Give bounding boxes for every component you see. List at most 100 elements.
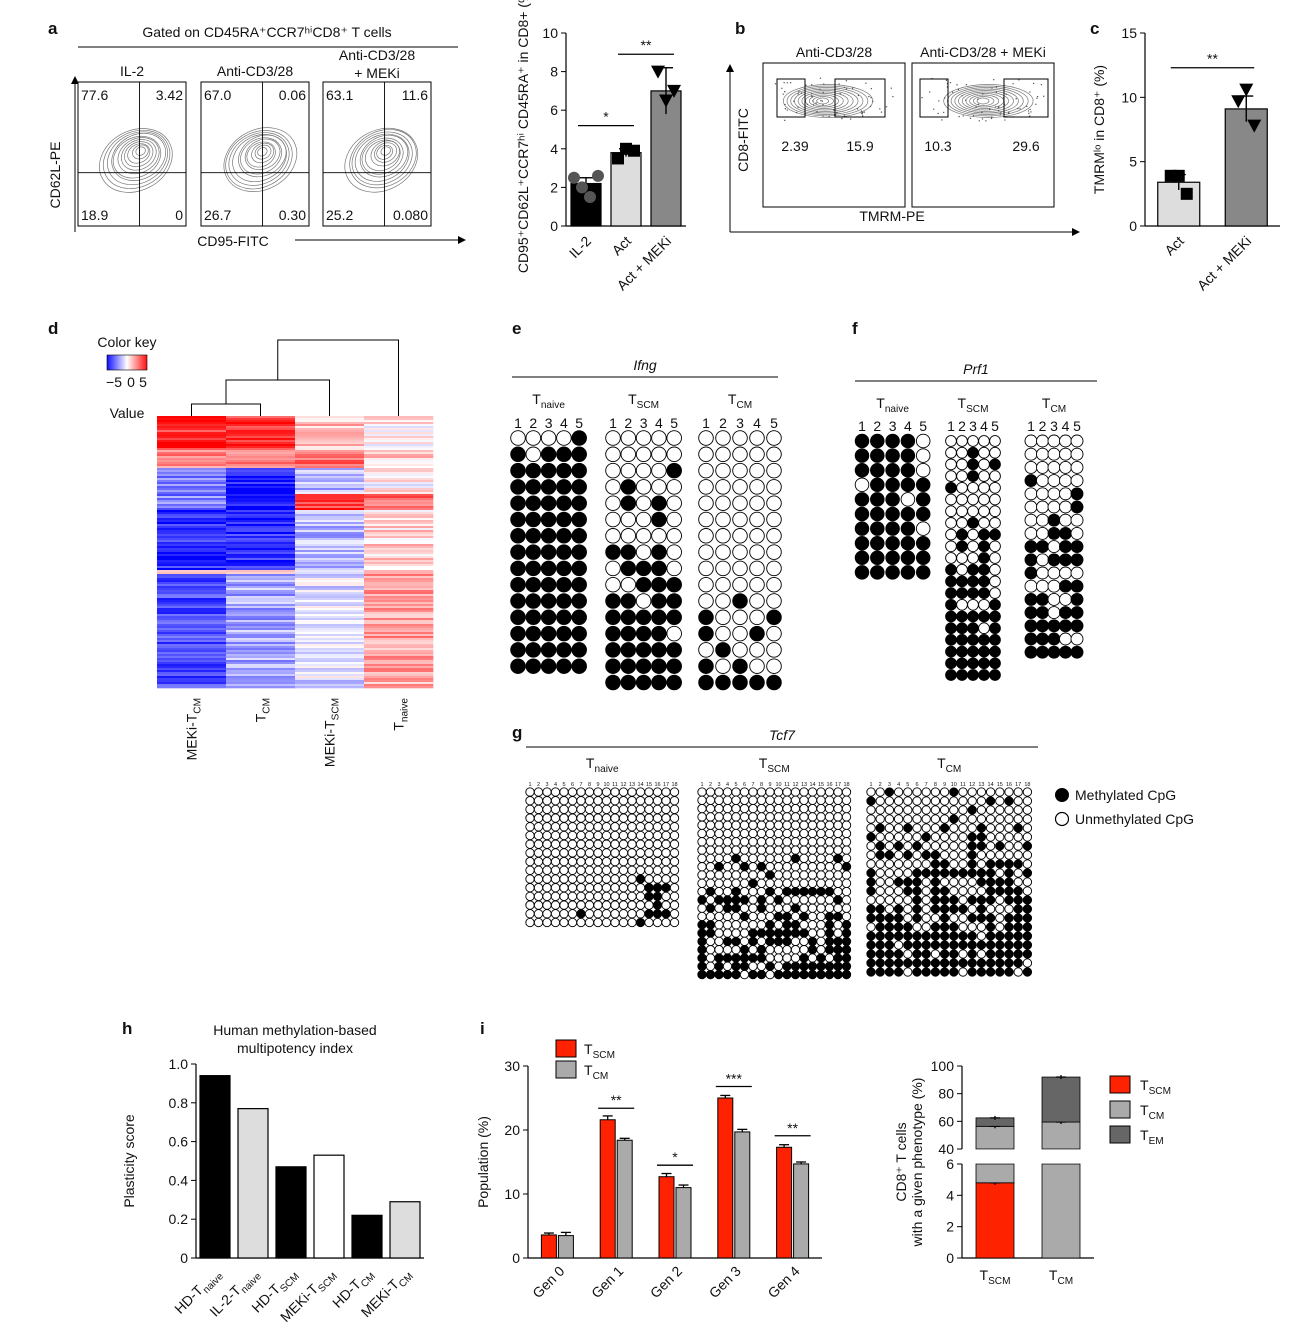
- unmethylated-cpg: [799, 795, 809, 805]
- methylated-cpg: [652, 891, 663, 902]
- unmethylated-cpg: [722, 787, 733, 797]
- event-dot: [784, 119, 786, 122]
- heatmap-cell: [226, 578, 296, 581]
- methylated-cpg: [995, 967, 1005, 977]
- unmethylated-cpg: [866, 823, 876, 833]
- unmethylated-cpg: [714, 845, 724, 855]
- heatmap-cell: [295, 486, 365, 489]
- unmethylated-cpg: [533, 813, 544, 823]
- unmethylated-cpg: [884, 805, 895, 815]
- heatmap-cell: [157, 636, 227, 639]
- unmethylated-cpg: [610, 891, 620, 902]
- methylated-cpg: [773, 928, 784, 938]
- unmethylated-cpg: [978, 446, 990, 459]
- event-dot: [832, 109, 835, 111]
- heatmap-cell: [226, 514, 296, 517]
- methylated-cpg: [989, 657, 1001, 670]
- heatmap-cell: [157, 524, 227, 527]
- unmethylated-cpg: [816, 920, 826, 930]
- methylated-cpg: [884, 940, 895, 950]
- unmethylated-cpg: [756, 812, 767, 822]
- methylated-cpg: [571, 625, 587, 642]
- methylated-cpg: [854, 565, 870, 580]
- unmethylated-cpg: [773, 795, 784, 805]
- unmethylated-cpg: [661, 830, 671, 841]
- unmethylated-cpg: [601, 874, 612, 884]
- unmethylated-cpg: [833, 820, 843, 830]
- unmethylated-cpg: [722, 837, 733, 847]
- unmethylated-cpg: [714, 870, 724, 880]
- unmethylated-cpg: [816, 895, 826, 905]
- unmethylated-cpg: [542, 804, 552, 815]
- event-dot: [783, 81, 785, 84]
- unmethylated-cpg: [705, 953, 716, 963]
- methylated-cpg: [525, 544, 542, 560]
- unmethylated-cpg: [1004, 787, 1014, 797]
- heatmap-cell: [295, 546, 365, 549]
- methylated-cpg: [765, 928, 775, 938]
- heatmap-cell: [295, 496, 365, 499]
- methylated-cpg: [912, 841, 922, 851]
- heatmap-cell: [226, 452, 296, 455]
- unmethylated-cpg: [921, 823, 931, 833]
- sig-star: **: [1207, 51, 1218, 67]
- heatmap-cell: [226, 524, 296, 527]
- heatmap-cell: [364, 476, 434, 479]
- unmethylated-cpg: [627, 891, 637, 902]
- unmethylated-cpg: [765, 945, 775, 955]
- cpg-column-number: 1: [700, 782, 703, 788]
- unmethylated-cpg: [749, 462, 765, 479]
- x-tick-label: Gen 3: [706, 1263, 744, 1301]
- heatmap-cell: [295, 452, 365, 455]
- methylated-cpg: [756, 862, 767, 872]
- methylated-cpg: [1036, 540, 1049, 554]
- unmethylated-cpg: [1059, 500, 1072, 514]
- unmethylated-cpg: [731, 837, 741, 847]
- unmethylated-cpg: [627, 883, 637, 893]
- event-dot: [821, 100, 824, 102]
- unmethylated-cpg: [698, 560, 714, 577]
- heatmap-cell: [157, 458, 227, 461]
- unmethylated-cpg: [593, 848, 603, 858]
- heatmap-cell: [226, 650, 296, 653]
- data-point: [1172, 169, 1185, 182]
- unmethylated-cpg: [661, 891, 671, 902]
- methylated-cpg: [556, 479, 572, 495]
- unmethylated-cpg: [618, 796, 629, 806]
- bar: [351, 1214, 383, 1259]
- methylated-cpg: [661, 909, 671, 919]
- unmethylated-cpg: [799, 803, 809, 814]
- unmethylated-cpg: [884, 832, 895, 842]
- contour-line: [380, 146, 391, 156]
- event-dot: [860, 110, 863, 112]
- methylated-cpg: [1024, 553, 1038, 567]
- heatmap-cell: [157, 642, 227, 645]
- heatmap-cell: [364, 602, 434, 605]
- event-dot: [1007, 111, 1010, 113]
- heatmap-cell: [157, 434, 227, 437]
- unmethylated-cpg: [978, 435, 990, 447]
- heatmap-cell: [226, 422, 296, 425]
- heatmap-cell: [157, 428, 227, 431]
- heatmap-cell: [157, 542, 227, 545]
- event-dot: [995, 86, 998, 88]
- event-dot: [995, 91, 998, 93]
- unmethylated-cpg: [824, 820, 835, 830]
- unmethylated-cpg: [652, 865, 663, 875]
- unmethylated-cpg: [773, 953, 784, 963]
- methylated-cpg: [651, 674, 667, 691]
- unmethylated-cpg: [978, 470, 990, 482]
- unmethylated-cpg: [765, 837, 775, 847]
- heatmap-cell: [295, 490, 365, 493]
- heatmap-cell: [157, 544, 227, 547]
- unmethylated-cpg: [985, 841, 996, 851]
- heatmap-cell: [295, 466, 365, 469]
- methylated-cpg: [731, 953, 741, 963]
- unmethylated-cpg: [576, 917, 586, 928]
- heatmap-cell: [364, 604, 434, 607]
- heatmap-cell: [226, 658, 296, 661]
- methylated-cpg: [790, 969, 801, 980]
- methylated-cpg: [722, 969, 733, 980]
